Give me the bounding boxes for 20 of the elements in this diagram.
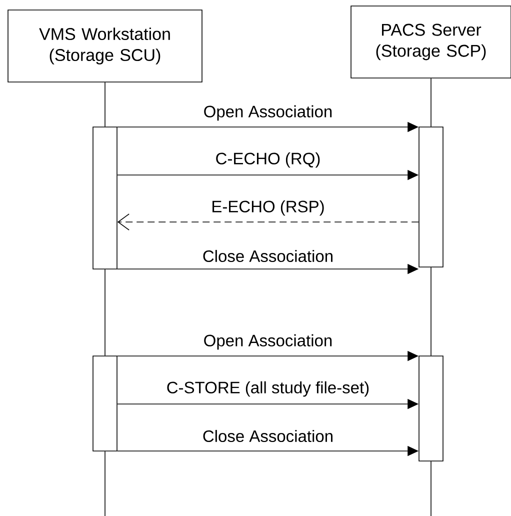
message-label: E-ECHO (RSP) (210, 199, 326, 217)
message-label: Close Association (201, 428, 335, 444)
lifeline (430, 267, 432, 356)
activation-bar (92, 126, 118, 270)
activation-bar (418, 126, 444, 268)
lifeline (104, 451, 106, 516)
activation-bar (418, 356, 444, 462)
message-label: Open Association (202, 333, 334, 351)
message-label: Close Association (201, 248, 335, 264)
message-label: C-ECHO (RQ) (214, 151, 322, 169)
message-label: Open Association (202, 104, 334, 122)
participant-box: PACS Server (Storage SCP) (350, 6, 511, 78)
message-label: C-STORE (all study file-set) (165, 380, 371, 398)
lifeline (430, 461, 432, 516)
lifeline (104, 82, 106, 127)
message-arrow (117, 214, 419, 230)
lifeline (104, 269, 106, 356)
activation-bar (92, 356, 118, 452)
lifeline (430, 78, 432, 127)
participant-box: VMS Workstation (Storage SCU) (8, 10, 202, 82)
